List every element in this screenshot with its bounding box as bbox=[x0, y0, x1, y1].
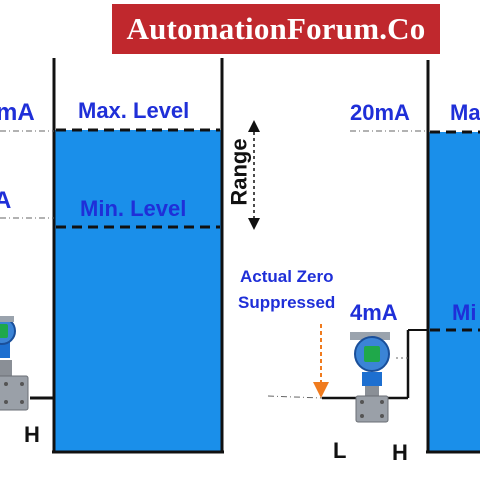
range-label: Range bbox=[226, 138, 252, 206]
right-max-level-label: Ma bbox=[450, 100, 480, 125]
right-min-level-label: Mi bbox=[452, 300, 477, 325]
right-current-bottom-label: 4mA bbox=[350, 300, 398, 325]
left-current-top-label: mA bbox=[0, 99, 35, 126]
left-max-level-label: Max. Level bbox=[78, 98, 190, 123]
suppression-label-line1: Actual Zero bbox=[240, 267, 334, 286]
site-banner: AutomationForum.Co bbox=[112, 4, 440, 54]
pressure-transmitter-icon bbox=[350, 332, 390, 423]
left-current-bottom-label: A bbox=[0, 187, 12, 214]
suppression-label-line2: Suppressed bbox=[238, 293, 336, 312]
left-hp-port-label: H bbox=[24, 422, 40, 447]
left-tank bbox=[0, 58, 260, 454]
left-min-level-label: Min. Level bbox=[80, 196, 187, 221]
right-lp-port-label: L bbox=[333, 438, 347, 463]
right-tank bbox=[267, 60, 480, 454]
right-hp-port-label: H bbox=[392, 440, 408, 465]
right-current-top-label: 20mA bbox=[350, 100, 410, 125]
left-tank-water bbox=[54, 130, 222, 452]
right-tank-water bbox=[428, 132, 480, 452]
right-zero-leader bbox=[267, 395, 323, 399]
pressure-transmitter-icon bbox=[0, 316, 29, 411]
